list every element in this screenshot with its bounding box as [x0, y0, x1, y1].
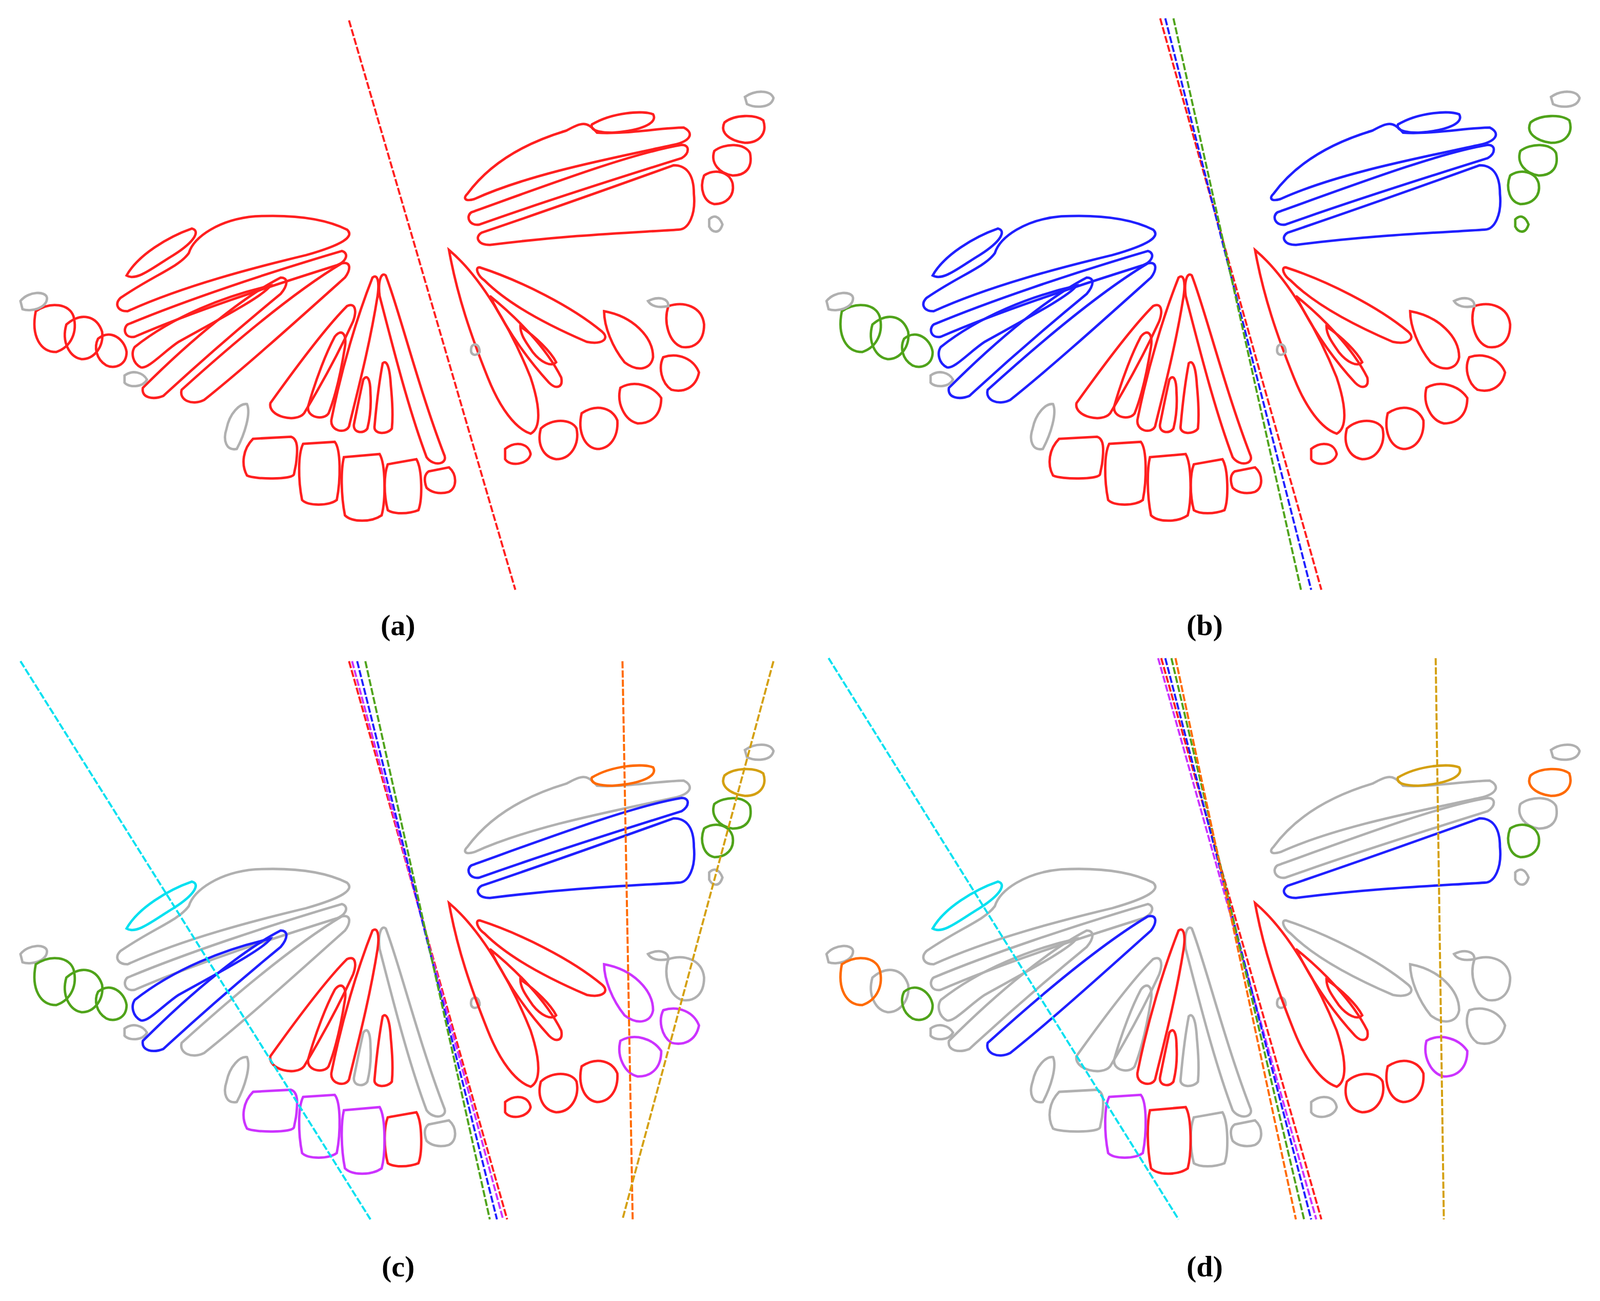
panel-label: (d) — [1186, 1249, 1223, 1284]
panel-c — [20, 661, 774, 1220]
red-cells — [270, 902, 618, 1167]
cyan-cells — [932, 881, 1002, 931]
green-cells — [34, 798, 751, 1020]
panel-label: (a) — [380, 607, 416, 643]
symmetry-axes — [828, 658, 1444, 1220]
red-cells — [1049, 249, 1511, 521]
symmetry-axes — [20, 661, 774, 1220]
green-cells — [902, 824, 1540, 1020]
blue-cells — [132, 797, 695, 1051]
red-cells — [34, 112, 765, 521]
gold-cells — [1397, 765, 1461, 786]
grey-cells — [20, 91, 774, 450]
orange-cells — [591, 765, 655, 786]
panel-label: (c) — [381, 1249, 415, 1284]
grey-cells — [826, 91, 1580, 450]
panel-label: (b) — [1186, 607, 1223, 643]
blue-cells — [987, 818, 1501, 1056]
red-cells — [1137, 902, 1424, 1174]
blue-cells — [923, 112, 1501, 403]
panel-a — [20, 20, 774, 590]
grey-cells — [826, 744, 1580, 1167]
green-cells — [840, 115, 1571, 367]
panel-b — [826, 18, 1580, 590]
symmetry-axes — [1160, 18, 1322, 590]
symmetry-axes — [348, 20, 516, 590]
panel-d — [826, 658, 1580, 1220]
